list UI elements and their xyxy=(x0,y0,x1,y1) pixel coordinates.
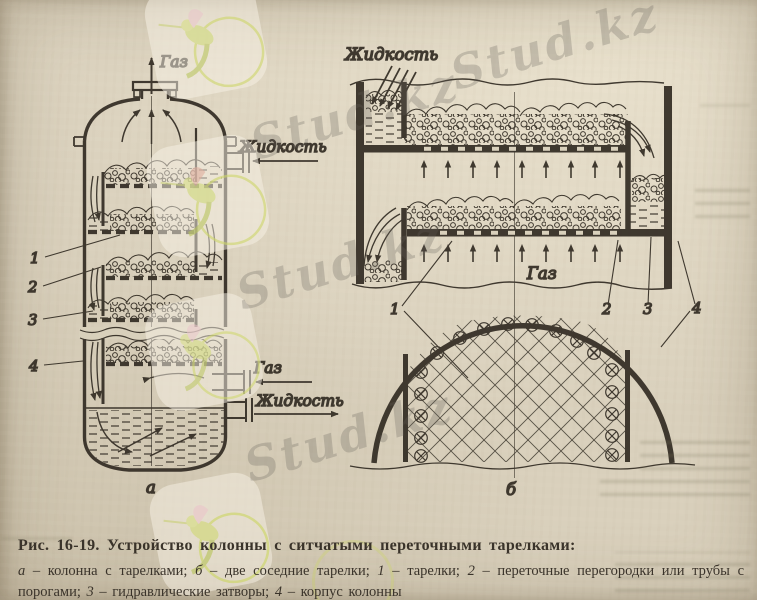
section-part-3-label: 3 xyxy=(643,300,653,318)
section-part-1-label: 1 xyxy=(390,300,400,318)
lower-sieve-tray xyxy=(407,229,668,237)
legend-item: 2 – переточные перегородки или трубы с п… xyxy=(18,563,745,600)
legend-item: а – колонна с тарелками; xyxy=(18,563,196,579)
legend-item: 1 – тарелки; xyxy=(377,563,468,579)
overflow-streams xyxy=(603,113,655,159)
bottom-break-line xyxy=(351,281,673,291)
gas-outlet-label: Газ xyxy=(159,53,188,71)
liquid-outlet-nozzle xyxy=(225,398,253,422)
gas-outlet-nozzle xyxy=(131,80,179,92)
part-4-label: 4 xyxy=(28,357,39,375)
upper-sieve-tray xyxy=(364,145,630,153)
subfigure-a-label: а xyxy=(146,478,156,497)
gas-inlet-label: Газ xyxy=(253,359,282,377)
legend-item: 3 – гидравлические затворы; xyxy=(86,584,275,600)
plan-break-line xyxy=(349,462,696,470)
tray-plan-diagram: б xyxy=(349,315,696,500)
figure-caption: Рис. 16-19. Устройство колонны с ситчаты… xyxy=(18,537,744,600)
leader-lines xyxy=(42,234,121,366)
shell-arc xyxy=(371,322,675,464)
tray-gas-label: Газ xyxy=(526,264,557,283)
gas-inlet-nozzle xyxy=(212,370,251,394)
legend-item: б – две соседние тарелки; xyxy=(195,563,378,579)
gas-arrows-lower xyxy=(419,243,625,263)
gas-arrows-upper xyxy=(419,159,625,179)
legend-item: 4 – корпус колонны xyxy=(274,584,402,600)
subfigure-b-label: б xyxy=(506,480,517,499)
sump-flow-arrows xyxy=(96,411,197,457)
section-part-2-label: 2 xyxy=(601,300,612,318)
tray-lattice xyxy=(408,315,625,462)
liquid-inlet-label: Жидкость xyxy=(238,138,327,156)
part-3-label: 3 xyxy=(28,311,38,329)
tray-liquid-label: Жидкость xyxy=(344,45,438,64)
top-break-line xyxy=(349,78,665,86)
figure-caption-title: Рис. 16-19. Устройство колонны с ситчаты… xyxy=(18,537,576,554)
part-2-label: 2 xyxy=(27,278,38,296)
liquid-outlet-label: Жидкость xyxy=(255,392,344,410)
column-a-diagram: Газ Жидкость xyxy=(26,52,344,497)
tray-section-diagram: Жидкость xyxy=(343,44,702,478)
right-seal-pool xyxy=(630,204,666,230)
sump-liquid xyxy=(86,410,224,466)
part-1-label: 1 xyxy=(30,249,40,267)
figure-caption-legend: а – колонна с тарелками; б – две соседни… xyxy=(18,561,744,600)
section-part-4-label: 4 xyxy=(691,299,702,317)
